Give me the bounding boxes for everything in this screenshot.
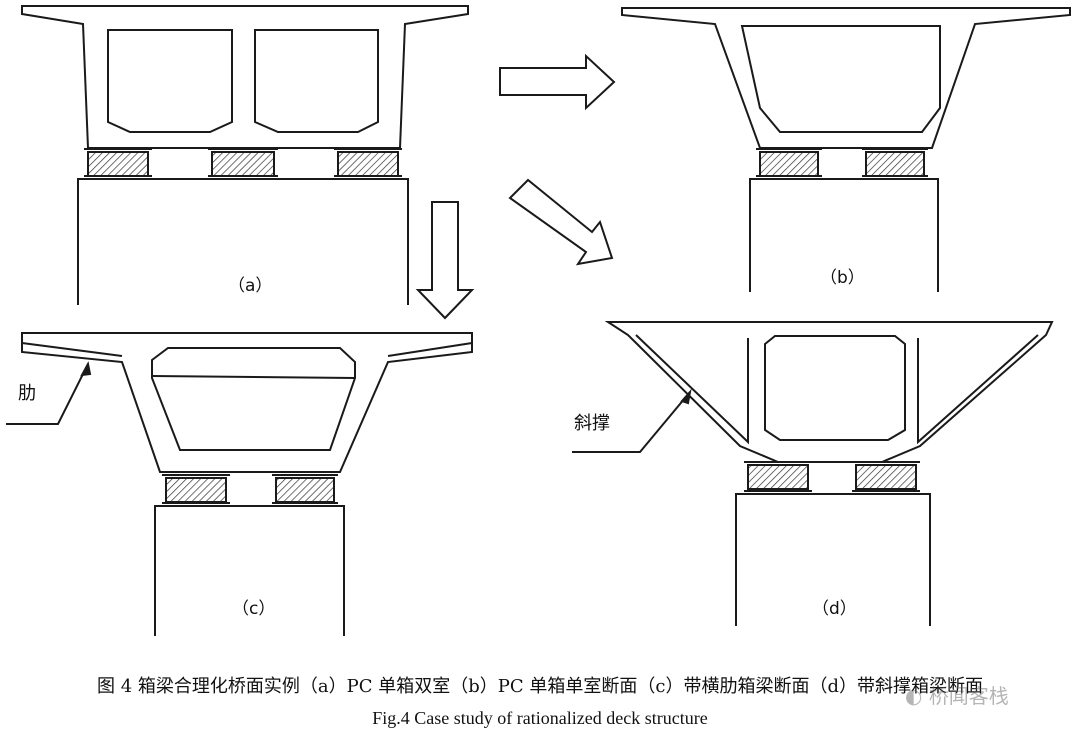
pier [735, 493, 931, 626]
arrow-right-icon [499, 53, 616, 111]
strut-right [917, 334, 1039, 445]
wechat-watermark: ◐ 桥闻客栈 [905, 680, 1009, 709]
pier [749, 178, 939, 292]
bearing [337, 151, 399, 177]
figure-caption-en: Fig.4 Case study of rationalized deck st… [372, 708, 708, 728]
strut-leader-line [572, 391, 691, 453]
wechat-icon: ◐ [905, 684, 923, 708]
figure-caption-cn: 图 4 箱梁合理化桥面实例（a）PC 单箱双室（b）PC 单箱单室断面（c）带横… [97, 676, 983, 697]
bearing [747, 464, 809, 490]
arrow-diagonal-icon [508, 178, 614, 266]
panel-b [621, 7, 1071, 292]
strut-left [635, 334, 749, 445]
panel-c [6, 332, 473, 636]
rib-callout: 肋 [18, 383, 36, 404]
panel-a [21, 5, 469, 305]
box-cell [764, 335, 906, 441]
box-cell [151, 347, 356, 451]
bearing [87, 151, 149, 177]
deck-slab [21, 5, 469, 149]
panel-label-c: （c） [232, 599, 275, 619]
pier [154, 505, 345, 636]
bearing [165, 477, 227, 503]
deck-slab [21, 332, 473, 473]
bearing [759, 151, 819, 177]
panel-label-a: （a） [228, 276, 272, 296]
bearing [855, 464, 917, 490]
bearing [865, 151, 925, 177]
bearing [211, 151, 275, 177]
watermark-text: 桥闻客栈 [928, 684, 1009, 708]
pier [77, 178, 409, 305]
panel-label-b: （b） [820, 268, 865, 288]
deck-slab [621, 7, 1071, 149]
strut-callout: 斜撑 [574, 413, 610, 434]
arrow-down-icon [415, 201, 475, 320]
rib-leader-line [6, 363, 89, 425]
box-cell [740, 25, 941, 133]
panel-label-d: （d） [812, 599, 857, 619]
panel-d [572, 321, 1054, 626]
bearing [275, 477, 335, 503]
box-cell-left [107, 29, 233, 133]
box-cell-right [254, 29, 379, 133]
